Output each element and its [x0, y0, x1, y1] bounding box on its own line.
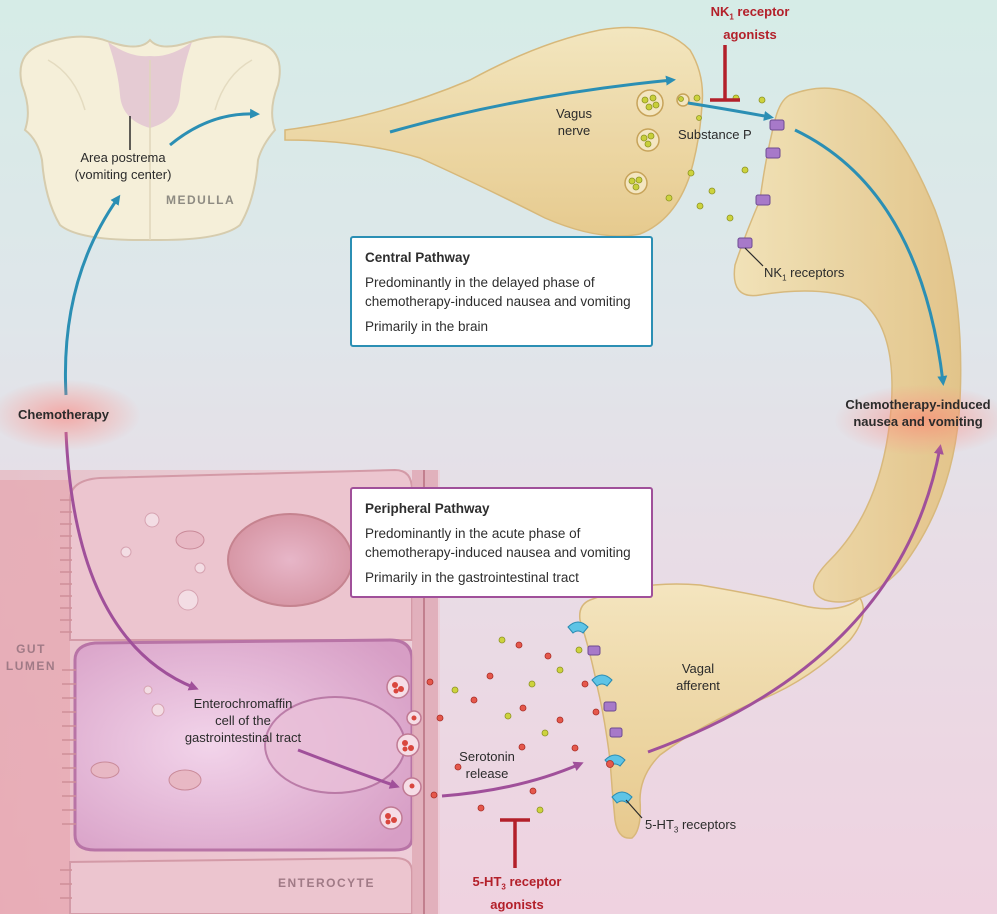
ht3-receptors-label: 5-HT3 receptors	[645, 817, 737, 835]
postsynaptic-neuron	[733, 87, 962, 603]
area-postrema-label: Area postrema (vomiting center)	[74, 150, 172, 182]
peripheral-pathway-title: Peripheral Pathway	[365, 501, 490, 516]
vagus-nerve	[284, 26, 704, 237]
central-pathway-location: Primarily in the brain	[365, 319, 489, 334]
enterocyte-label: ENTEROCYTE	[278, 876, 376, 890]
medulla-shape	[19, 35, 281, 241]
serotonin-release-label: Serotonin release	[459, 749, 515, 781]
vagus-nerve-label: Vagus nerve	[556, 106, 592, 138]
arrow-vagal-to-cinv	[647, 444, 944, 754]
nk1-inhibitor	[710, 45, 740, 102]
vagal-afferent-label: Vagal afferent	[676, 661, 720, 693]
arrow-chemo-to-medulla	[63, 194, 121, 396]
arrow-to-cinv	[794, 128, 948, 386]
central-pathway-phase: Predominantly in the delayed phase of ch…	[365, 275, 631, 309]
chemotherapy-glow	[0, 380, 140, 450]
cinv-glow	[835, 385, 997, 455]
substance-p-molecules	[665, 94, 766, 222]
ht3-receptor-icons	[567, 621, 633, 804]
peripheral-pathway-location: Primarily in the gastrointestinal tract	[365, 570, 579, 585]
arrow-substance-p	[687, 101, 774, 121]
chemotherapy-label: Chemotherapy	[18, 407, 110, 422]
nk1-agonists-label: NK1 receptor agonists	[710, 4, 790, 42]
substance-p-label: Substance P	[678, 127, 752, 142]
central-pathway-arrows	[63, 75, 948, 396]
nk1-receptor-icons	[737, 119, 785, 249]
central-pathway-title: Central Pathway	[365, 250, 471, 265]
medulla-label: MEDULLA	[166, 193, 236, 207]
peripheral-pathway-box: Peripheral Pathway Predominantly in the …	[350, 487, 653, 598]
vagal-afferent	[578, 583, 865, 839]
peripheral-pathway-arrows	[64, 431, 944, 798]
serotonin-molecules	[426, 636, 614, 814]
enterochromaffin-label: Enterochromaffin cell of the gastrointes…	[184, 696, 302, 745]
ht3-agonists-label: 5-HT3 receptor agonists	[472, 874, 562, 912]
arrow-medulla-to-vagus	[169, 108, 260, 147]
arrow-release-to-receptors	[441, 761, 584, 798]
nk1-receptors-label: NK1 receptors	[764, 265, 845, 283]
arrow-chemo-to-ec-cell	[64, 431, 199, 691]
arrow-ec-to-release	[297, 748, 400, 789]
arrow-vagus-to-synapse	[389, 75, 676, 134]
cinv-label: Chemotherapy-induced nausea and vomiting	[845, 397, 991, 429]
central-pathway-box: Central Pathway Predominantly in the del…	[350, 236, 653, 347]
ht3-inhibitor	[500, 818, 530, 868]
peripheral-pathway-phase: Predominantly in the acute phase of chem…	[365, 526, 631, 560]
gut-lumen-label: GUT LUMEN	[5, 642, 57, 673]
